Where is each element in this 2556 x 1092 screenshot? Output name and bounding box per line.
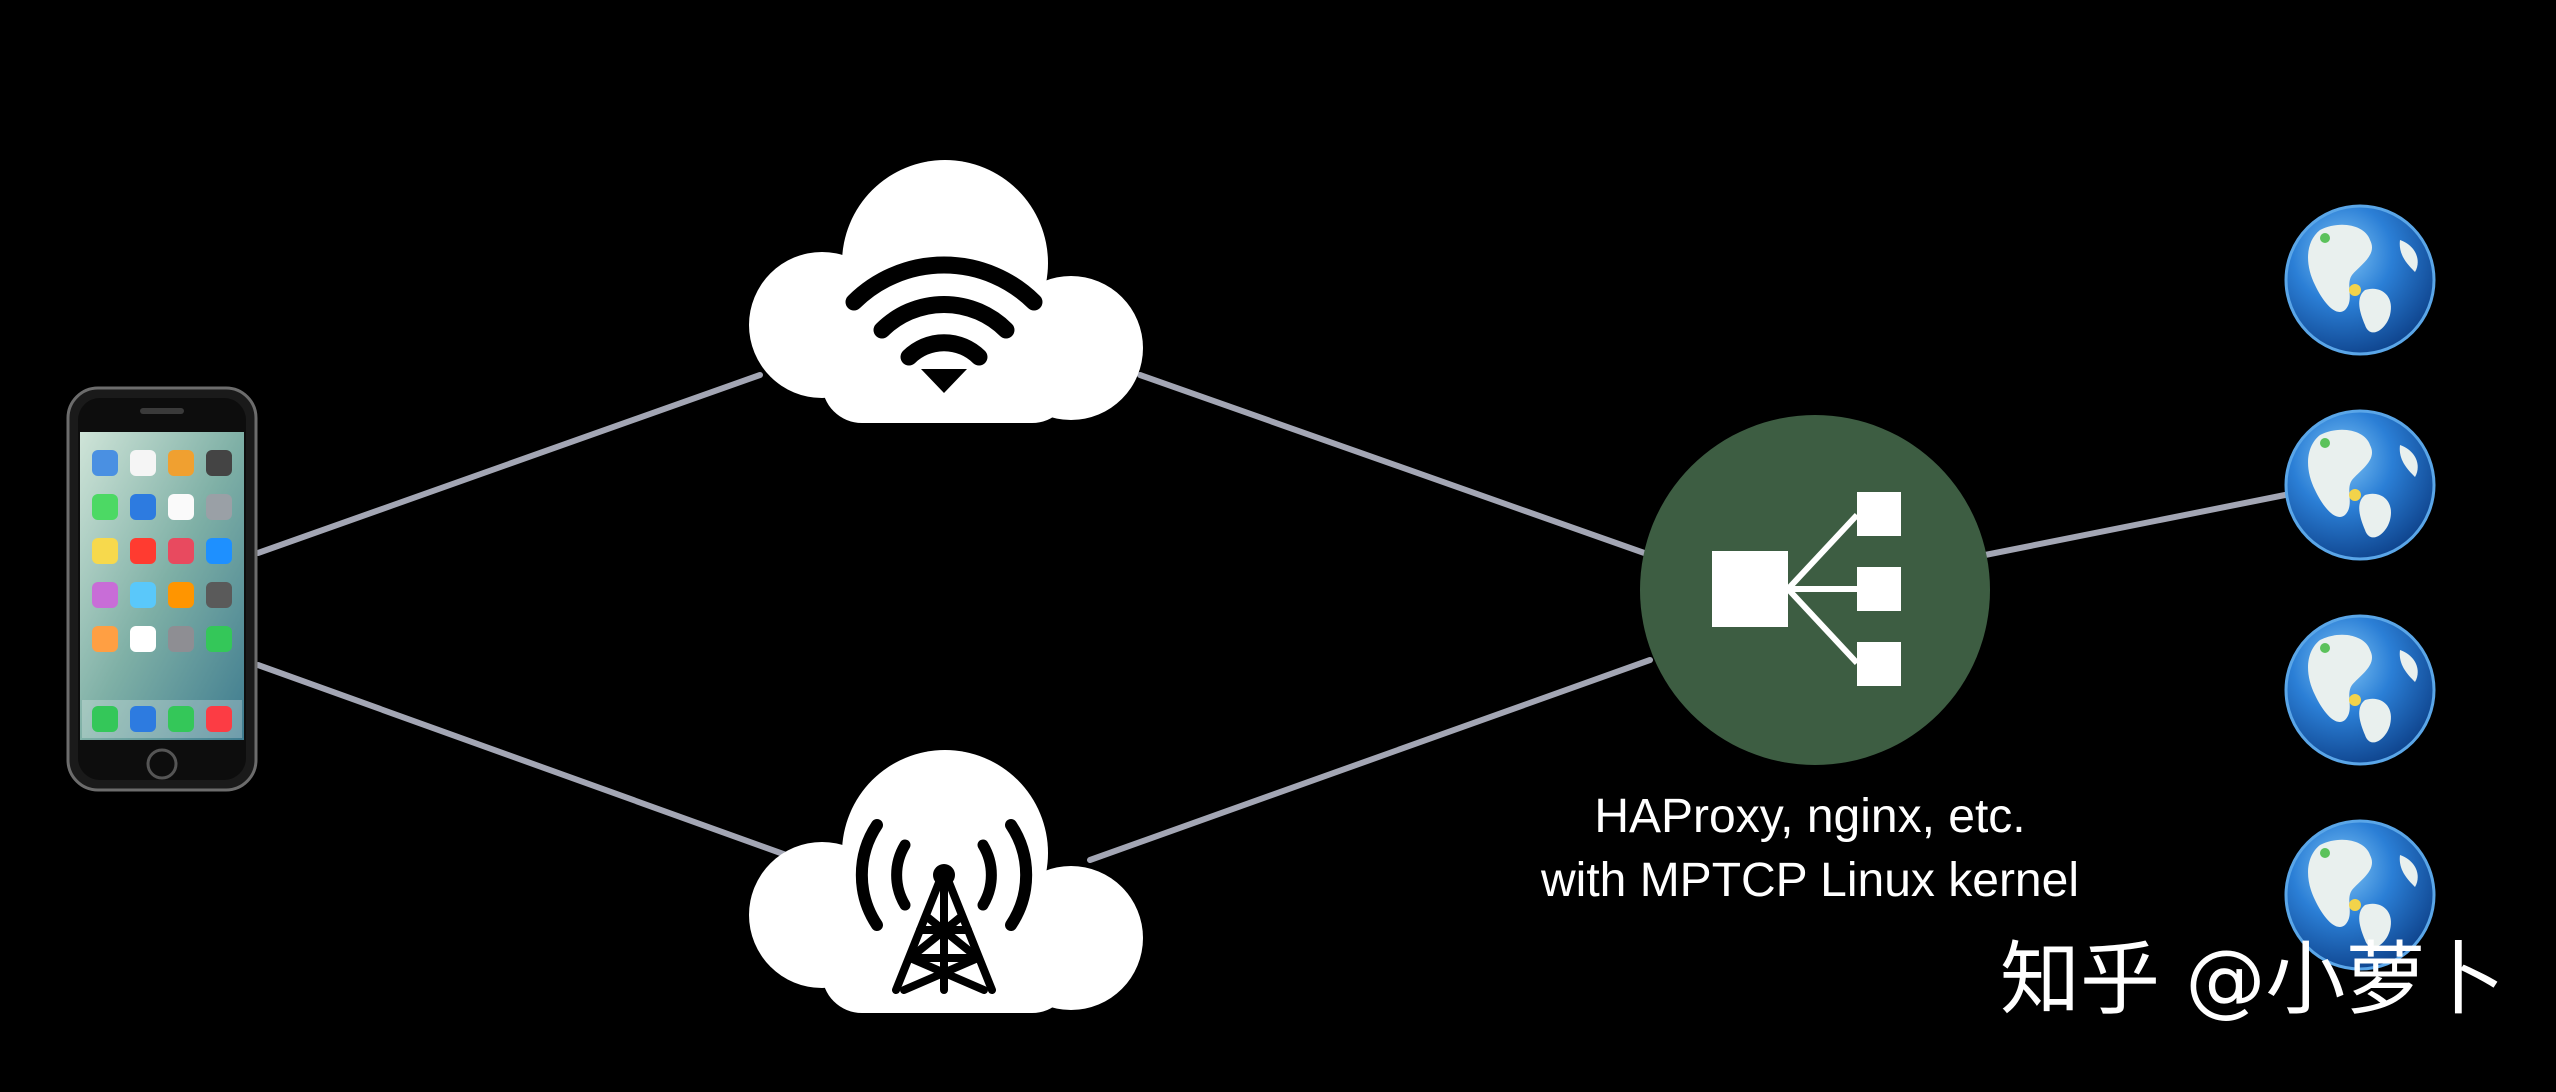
app-icon (92, 582, 118, 608)
proxy-caption-line-1: HAProxy, nginx, etc. (1594, 790, 2026, 843)
app-icon (130, 538, 156, 564)
dock-app-icon (92, 706, 118, 732)
app-icon (168, 538, 194, 564)
app-icon (168, 626, 194, 652)
app-icon (206, 538, 232, 564)
iphone-icon (66, 386, 258, 792)
dock-app-icon (168, 706, 194, 732)
app-icon (206, 582, 232, 608)
app-icon (92, 450, 118, 476)
app-icon (92, 494, 118, 520)
globe-icon (2284, 204, 2436, 356)
link-cellular-proxy (1087, 657, 1653, 863)
link-phone-cellular (255, 662, 803, 863)
link-wifi-proxy (1137, 372, 1653, 558)
globe-icon (2284, 409, 2436, 561)
link-phone-wifi (255, 372, 763, 556)
link-proxy-server (1982, 492, 2288, 558)
app-grid (82, 450, 242, 738)
proxy-caption: HAProxy, nginx, etc. with MPTCP Linux ke… (1420, 785, 2200, 913)
load-balancer-icon (1712, 492, 1901, 686)
dock-app-icon (130, 706, 156, 732)
app-icon (130, 582, 156, 608)
app-icon (92, 626, 118, 652)
app-icon (130, 494, 156, 520)
app-icon (206, 626, 232, 652)
cell-tower-cloud-icon (749, 750, 1143, 1013)
app-icon (130, 626, 156, 652)
app-icon (206, 450, 232, 476)
server-globes (2284, 204, 2436, 971)
cell-tower-icon (855, 819, 1033, 994)
watermark: 知乎 @小萝卜 (2000, 933, 2506, 1026)
app-icon (168, 450, 194, 476)
network-links (255, 372, 2288, 863)
wifi-cloud-icon (749, 160, 1143, 423)
app-icon (206, 494, 232, 520)
wifi-icon (845, 256, 1043, 366)
app-icon (168, 582, 194, 608)
app-icon (92, 538, 118, 564)
proxy-node (1640, 415, 1990, 765)
dock-app-icon (206, 706, 232, 732)
proxy-caption-line-2: with MPTCP Linux kernel (1541, 854, 2079, 907)
globe-icon (2284, 614, 2436, 766)
app-icon (168, 494, 194, 520)
app-icon (130, 450, 156, 476)
